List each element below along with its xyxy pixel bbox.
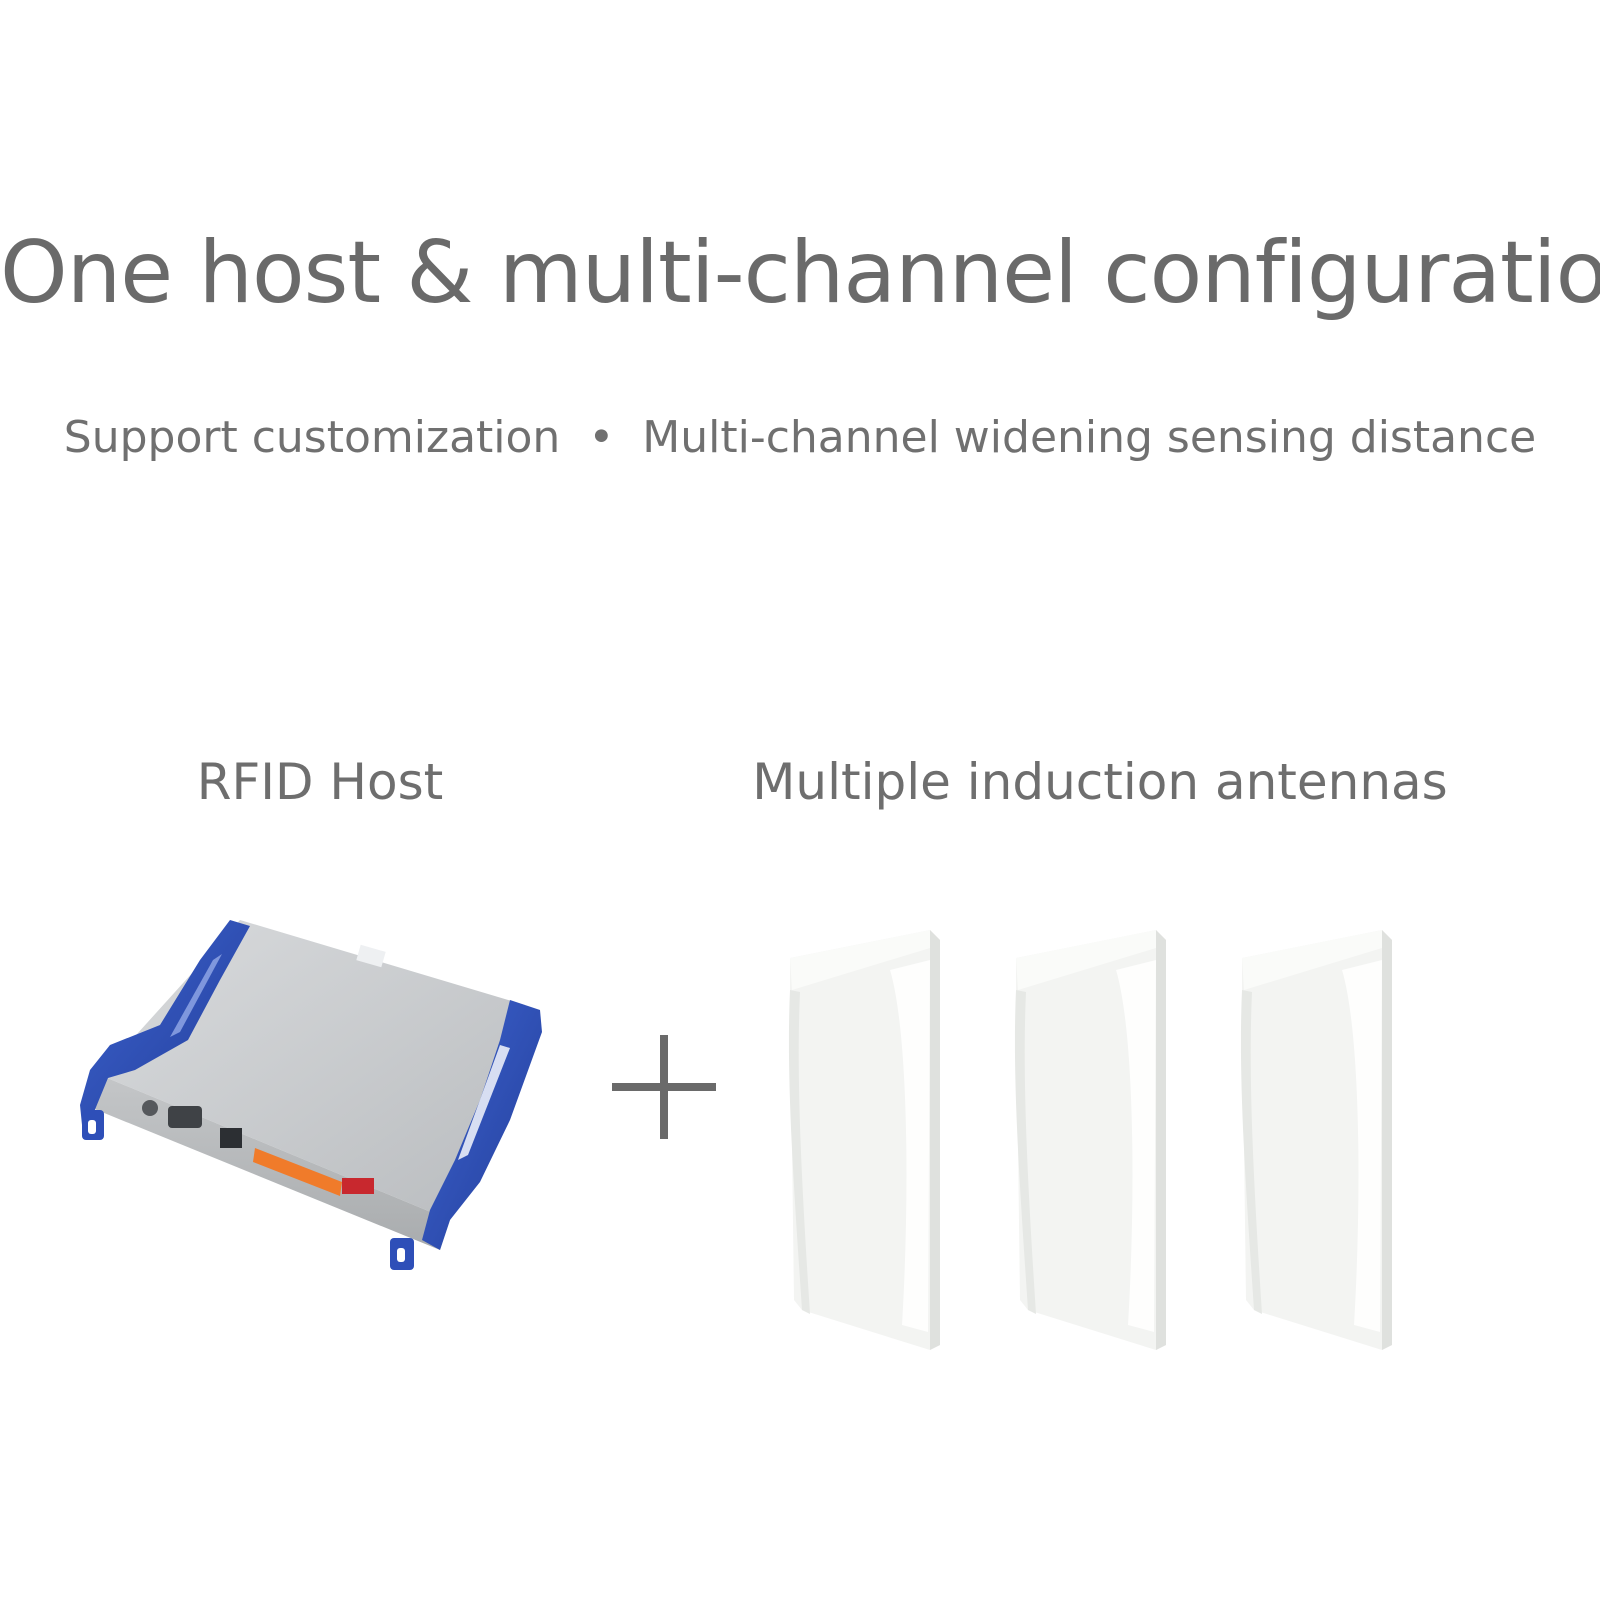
antennas-label: Multiple induction antennas <box>752 753 1448 811</box>
ethernet-port <box>220 1128 242 1148</box>
terminal-strip <box>253 1148 342 1196</box>
rfid-host-image <box>80 920 542 1270</box>
antenna-panel-1 <box>788 930 940 1350</box>
bullet-separator: • <box>588 412 615 463</box>
host-label-sticker <box>356 944 386 968</box>
plus-icon <box>612 1035 716 1139</box>
dip-switch <box>342 1178 374 1194</box>
subtitle: Support customization • Multi-channel wide… <box>0 408 1600 468</box>
page-title: One host & multi-channel configuration <box>0 223 1600 323</box>
rfid-host-label: RFID Host <box>196 753 444 811</box>
host-right-bumper <box>422 1000 542 1250</box>
antenna-panel-2 <box>1014 930 1166 1350</box>
antenna-panel-3 <box>1240 930 1392 1350</box>
antenna-port <box>142 1100 158 1116</box>
serial-port <box>168 1106 202 1128</box>
subtitle-left: Support customization <box>63 412 561 463</box>
subtitle-right: Multi-channel widening sensing distance <box>642 412 1537 463</box>
